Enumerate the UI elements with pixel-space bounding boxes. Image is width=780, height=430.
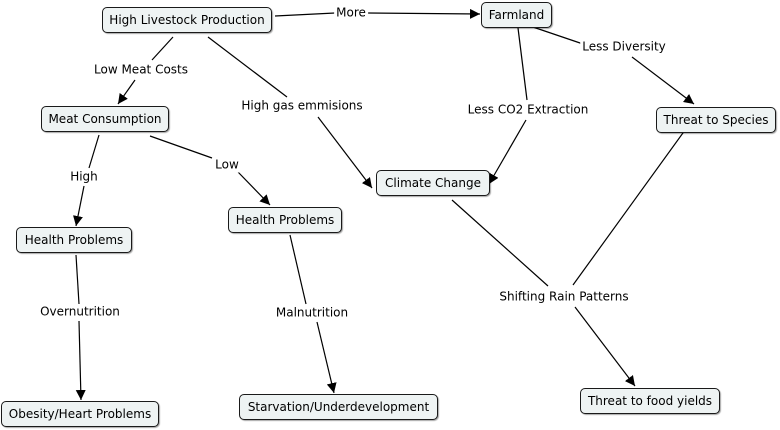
- connector-livestock-lowcost: [151, 36, 174, 61]
- node-threat-to-food-yields[interactable]: Threat to food yields: [580, 388, 720, 414]
- connector-health-malnutrition: [289, 234, 307, 305]
- link-label-more: More: [334, 5, 368, 21]
- connector-more-farmland: [367, 8, 481, 19]
- connector-gas-climate: [317, 116, 373, 189]
- link-label-less-diversity: Less Diversity: [580, 39, 668, 55]
- connector-co2-climate: [488, 119, 527, 185]
- connector-meat-low: [149, 135, 213, 159]
- connector-livestock-more: [274, 12, 336, 17]
- connector-lowcost-meat: [117, 79, 136, 105]
- node-health-problems-high[interactable]: Health Problems: [16, 227, 132, 253]
- connector-climate-rain: [451, 199, 549, 287]
- connector-overnutrition-obesity: [75, 320, 86, 401]
- link-label-high-gas-emissions: High gas emmisions: [239, 98, 365, 114]
- connector-farmland-diversity: [526, 24, 584, 45]
- link-label-shifting-rain-patterns: Shifting Rain Patterns: [497, 289, 631, 305]
- connector-rain-species: [572, 107, 702, 286]
- connector-high-health: [73, 185, 85, 227]
- node-high-livestock-production[interactable]: High Livestock Production: [102, 7, 272, 33]
- connector-health-overnutrition: [75, 254, 80, 305]
- link-label-high: High: [68, 169, 100, 185]
- node-obesity-heart-problems[interactable]: Obesity/Heart Problems: [1, 401, 159, 427]
- link-label-less-co2-extraction: Less CO2 Extraction: [465, 102, 591, 118]
- connector-malnutrition-starvation: [316, 321, 337, 394]
- link-label-overnutrition: Overnutrition: [38, 304, 122, 320]
- connector-farmland-co2: [517, 27, 528, 101]
- connector-rain-yields: [574, 306, 636, 387]
- connector-livestock-gas: [207, 36, 288, 98]
- link-label-low: Low: [213, 157, 241, 173]
- node-climate-change[interactable]: Climate Change: [376, 170, 490, 196]
- node-threat-to-species[interactable]: Threat to Species: [656, 107, 776, 133]
- connector-diversity-species: [631, 56, 695, 105]
- node-starvation-underdevelopment[interactable]: Starvation/Underdevelopment: [239, 394, 438, 420]
- node-health-problems-low[interactable]: Health Problems: [228, 207, 342, 233]
- connector-low-health: [237, 171, 271, 206]
- node-meat-consumption[interactable]: Meat Consumption: [41, 106, 169, 132]
- link-label-malnutrition: Malnutrition: [273, 305, 351, 321]
- link-label-low-meat-costs: Low Meat Costs: [92, 62, 190, 78]
- connector-meat-high: [88, 134, 100, 169]
- node-farmland[interactable]: Farmland: [481, 2, 552, 28]
